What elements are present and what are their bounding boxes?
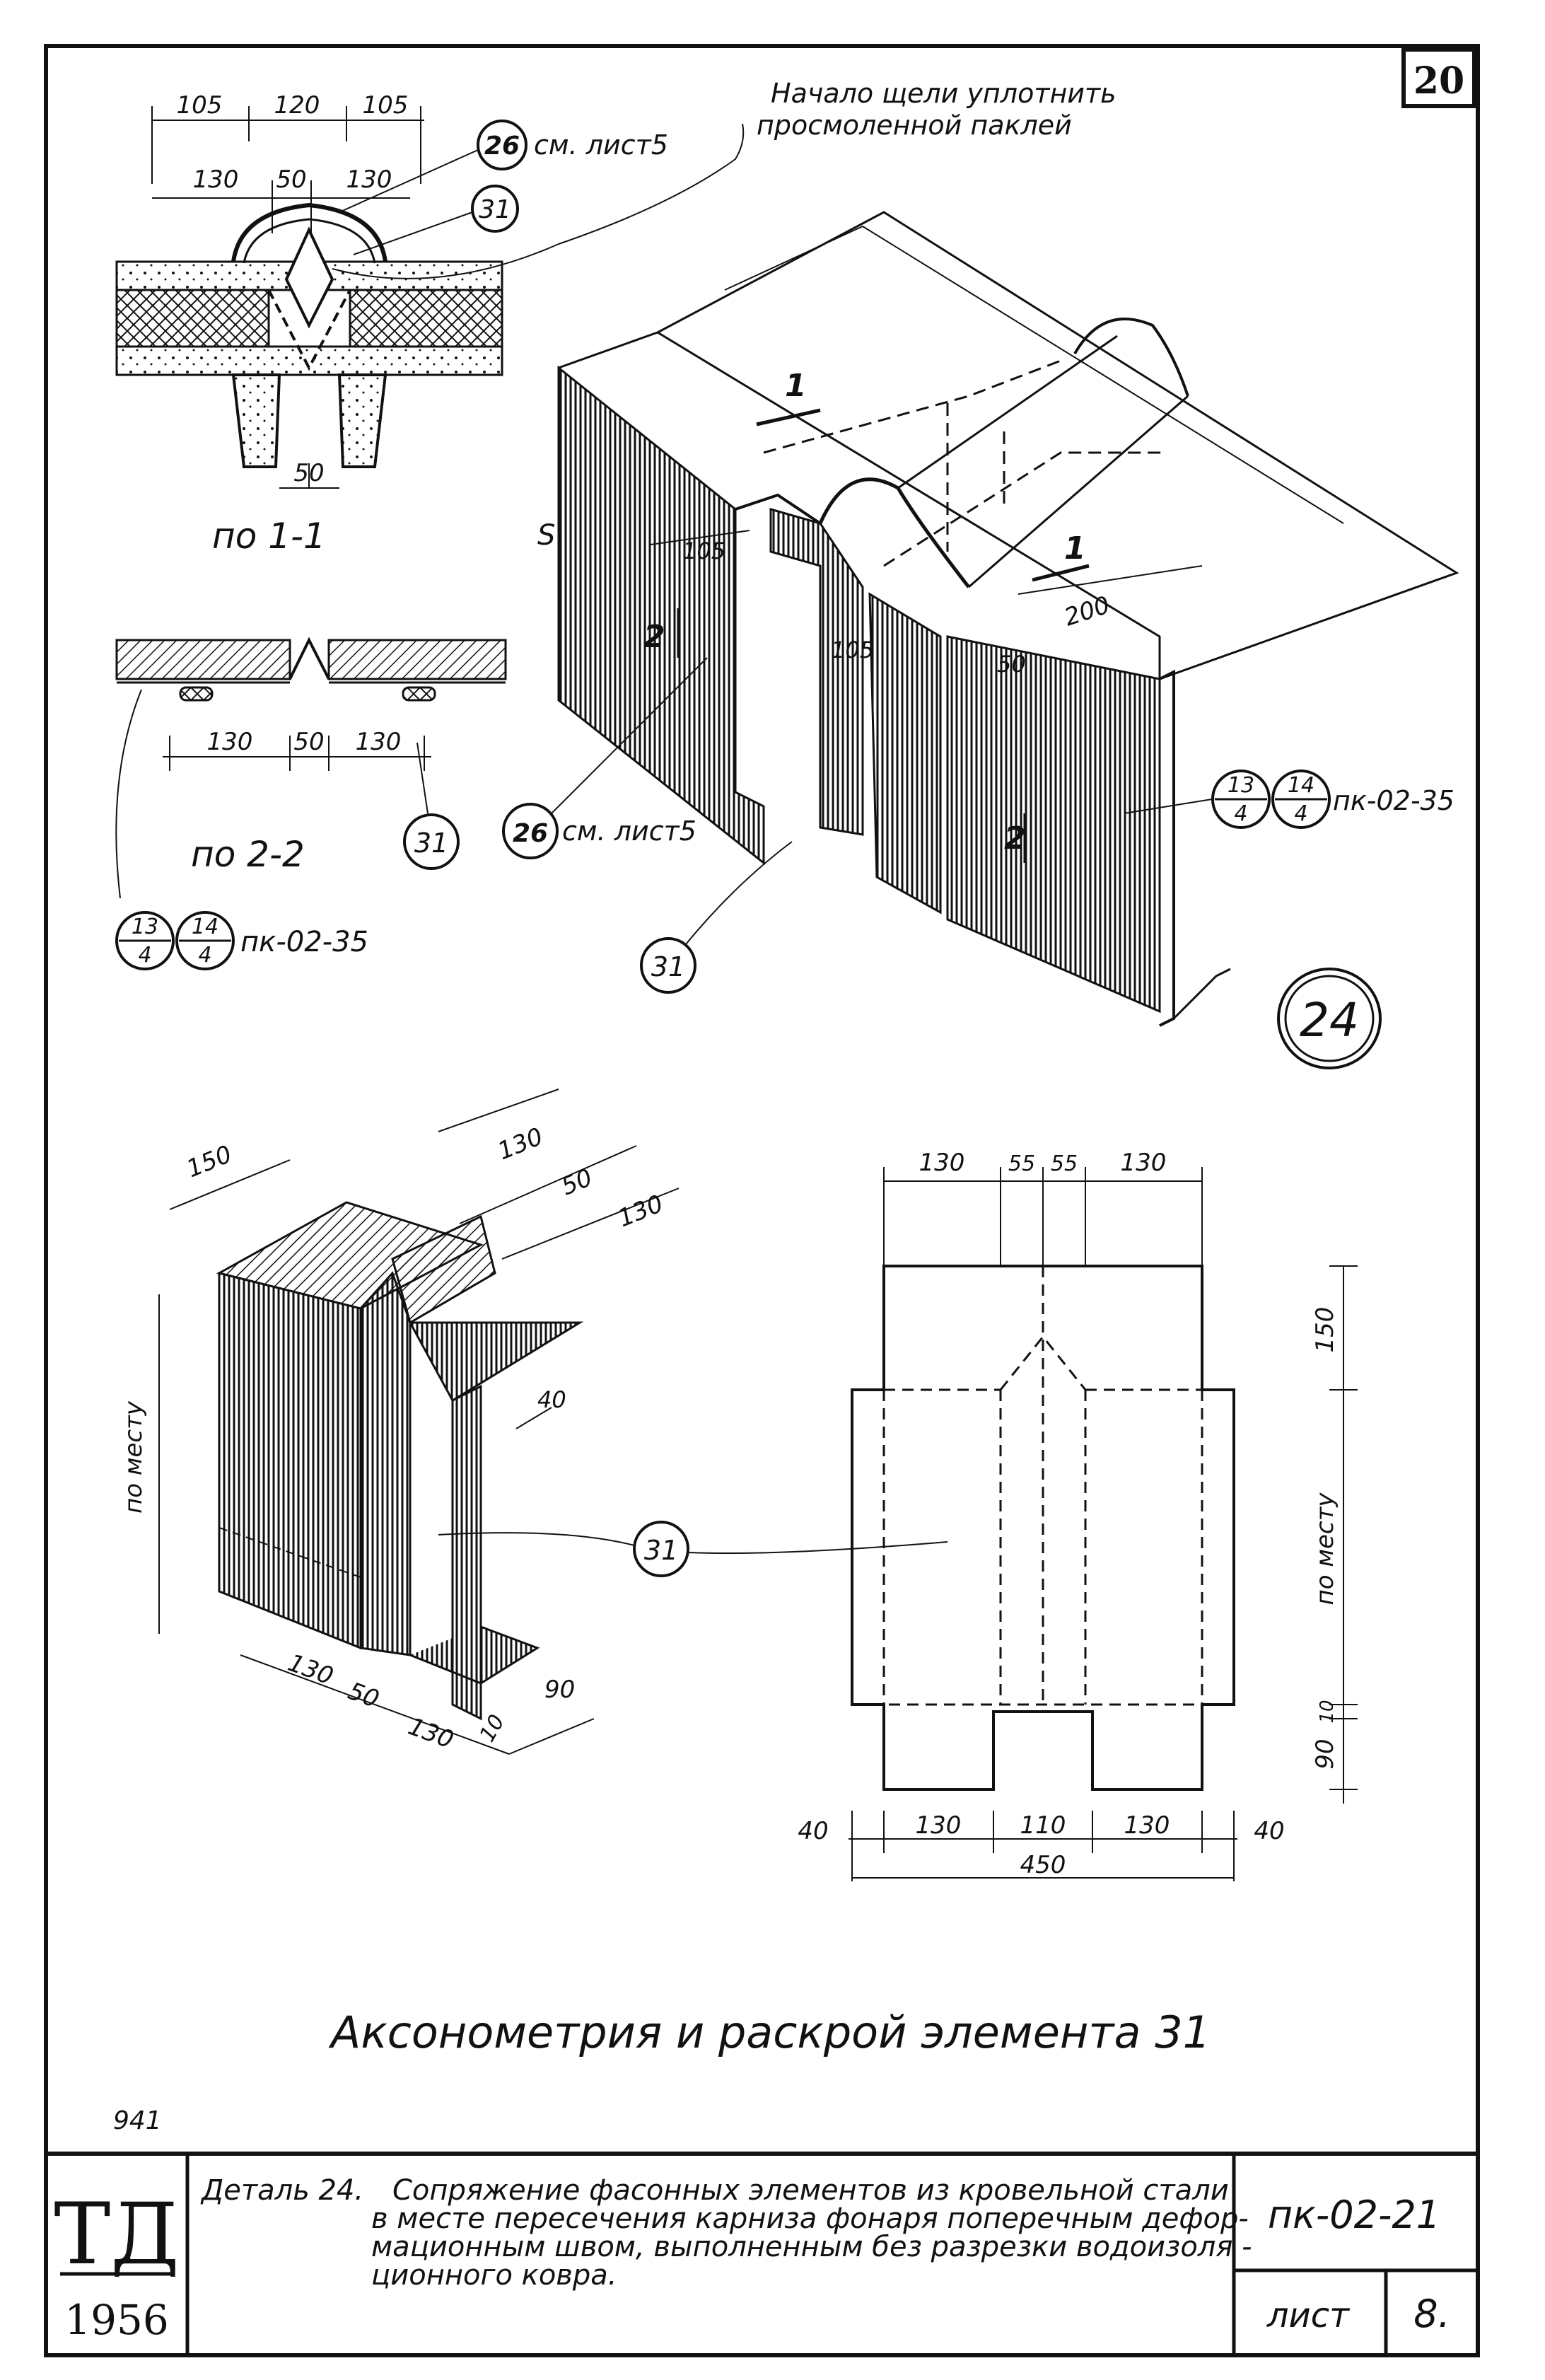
svg-text:пк-02-35: пк-02-35 xyxy=(1333,785,1454,816)
svg-text:26: 26 xyxy=(484,132,520,161)
svg-text:130: 130 xyxy=(916,1811,962,1840)
svg-text:2: 2 xyxy=(643,619,665,655)
svg-text:90: 90 xyxy=(544,1676,575,1704)
doc-code: пк-02-21 xyxy=(1268,2193,1440,2237)
svg-text:150: 150 xyxy=(1311,1307,1339,1353)
svg-text:4: 4 xyxy=(1234,801,1247,826)
svg-text:пк-02-35: пк-02-35 xyxy=(240,926,368,958)
svg-text:31: 31 xyxy=(651,951,685,982)
svg-text:31: 31 xyxy=(644,1535,678,1566)
svg-text:Начало щели уплотнить: Начало щели уплотнить xyxy=(771,78,1117,109)
svg-text:120: 120 xyxy=(274,91,320,120)
svg-text:4: 4 xyxy=(138,943,151,968)
svg-text:55: 55 xyxy=(1051,1151,1078,1176)
svg-text:130: 130 xyxy=(193,166,239,194)
svg-text:26: 26 xyxy=(513,819,548,848)
svg-text:ционного ковра.: ционного ковра. xyxy=(371,2259,617,2292)
svg-text:50: 50 xyxy=(344,1677,383,1714)
svg-text:1: 1 xyxy=(1064,530,1086,567)
svg-text:105: 105 xyxy=(363,91,409,120)
svg-text:14: 14 xyxy=(192,915,218,939)
svg-text:24: 24 xyxy=(1300,993,1359,1047)
svg-text:2: 2 xyxy=(1004,820,1026,857)
svg-text:130: 130 xyxy=(356,728,402,756)
svg-text:130: 130 xyxy=(284,1649,337,1691)
svg-text:14: 14 xyxy=(1288,773,1314,798)
svg-text:200: 200 xyxy=(1061,591,1113,632)
svg-text:мационным швом, выполненным бе: мационным швом, выполненным без разрезки… xyxy=(371,2231,1252,2263)
svg-text:130: 130 xyxy=(1121,1149,1167,1177)
note-top: Начало щели уплотнить просмоленной пакле… xyxy=(757,78,1117,141)
svg-text:40: 40 xyxy=(798,1817,828,1845)
svg-text:см. лист5: см. лист5 xyxy=(562,815,696,847)
axonometry-element-31: 150 130 50 130 по месту 40 130 50 130 10… xyxy=(119,1089,948,1755)
svg-text:55: 55 xyxy=(1008,1151,1035,1176)
logo-td: ТД xyxy=(54,2185,180,2284)
detail-24-isometric: 1 1 2 2 S 105 105 50 200 26 см. лист5 31… xyxy=(502,211,1459,1069)
svg-text:105: 105 xyxy=(177,91,223,120)
logo-year: 1956 xyxy=(64,2296,169,2344)
svg-text:по 1-1: по 1-1 xyxy=(212,516,326,557)
svg-text:по месту: по месту xyxy=(1311,1492,1339,1606)
svg-text:13: 13 xyxy=(1228,773,1254,798)
section-1-1: 105 120 105 130 50 130 50 по 1-1 26 см. … xyxy=(115,91,745,557)
title-block: ТД 1956 Деталь 24. Сопряжение фасонных э… xyxy=(46,2152,1478,2355)
svg-text:31: 31 xyxy=(414,828,448,859)
svg-text:40: 40 xyxy=(1254,1817,1284,1845)
svg-text:4: 4 xyxy=(1294,801,1307,826)
svg-text:по 2-2: по 2-2 xyxy=(191,834,305,875)
svg-text:130: 130 xyxy=(207,728,253,756)
svg-text:в месте пересечения карниза фо: в месте пересечения карниза фонаря попер… xyxy=(371,2202,1249,2235)
svg-text:130: 130 xyxy=(404,1712,457,1755)
svg-text:130: 130 xyxy=(614,1190,667,1233)
figure-caption: Аксонометрия и раскрой элемента 31 xyxy=(328,2007,1211,2058)
sheet-corner-number: 20 xyxy=(1401,47,1476,108)
pattern-element-31: 130 55 55 130 150 по месту 10 90 xyxy=(798,1149,1358,1881)
svg-text:31: 31 xyxy=(479,195,511,224)
svg-text:50: 50 xyxy=(557,1163,596,1201)
svg-text:Сопряжение фасонных элементов: Сопряжение фасонных элементов из кровель… xyxy=(392,2174,1229,2207)
svg-text:450: 450 xyxy=(1020,1851,1066,1879)
svg-text:105: 105 xyxy=(831,637,874,663)
svg-text:130: 130 xyxy=(346,166,392,194)
svg-text:130: 130 xyxy=(494,1122,547,1166)
svg-text:20: 20 xyxy=(1413,59,1464,103)
svg-text:10: 10 xyxy=(1317,1700,1338,1723)
sheet-number: 8. xyxy=(1413,2292,1450,2336)
svg-text:50: 50 xyxy=(997,651,1026,678)
sheet-label: лист xyxy=(1266,2296,1351,2335)
svg-text:90: 90 xyxy=(1311,1738,1339,1769)
svg-text:50: 50 xyxy=(293,459,324,487)
svg-text:см. лист5: см. лист5 xyxy=(534,129,668,161)
svg-text:4: 4 xyxy=(198,943,211,968)
svg-text:по месту: по месту xyxy=(119,1400,148,1514)
svg-text:1: 1 xyxy=(785,368,807,404)
svg-text:S: S xyxy=(537,519,555,552)
page-note: 941 xyxy=(113,2106,162,2135)
svg-text:130: 130 xyxy=(1124,1811,1170,1840)
svg-text:Деталь 24.: Деталь 24. xyxy=(200,2174,363,2207)
svg-text:105: 105 xyxy=(682,538,725,564)
svg-text:просмоленной паклей: просмоленной паклей xyxy=(757,110,1072,141)
section-2-2: 130 50 130 по 2-2 31 13 4 14 4 пк-02-35 xyxy=(115,637,507,970)
svg-text:13: 13 xyxy=(132,915,158,939)
svg-text:130: 130 xyxy=(919,1149,965,1177)
svg-text:150: 150 xyxy=(182,1140,235,1183)
svg-text:40: 40 xyxy=(537,1386,566,1413)
svg-text:50: 50 xyxy=(276,166,306,194)
outer-frame xyxy=(44,44,1480,2357)
svg-text:50: 50 xyxy=(293,728,324,756)
svg-text:110: 110 xyxy=(1020,1811,1066,1840)
